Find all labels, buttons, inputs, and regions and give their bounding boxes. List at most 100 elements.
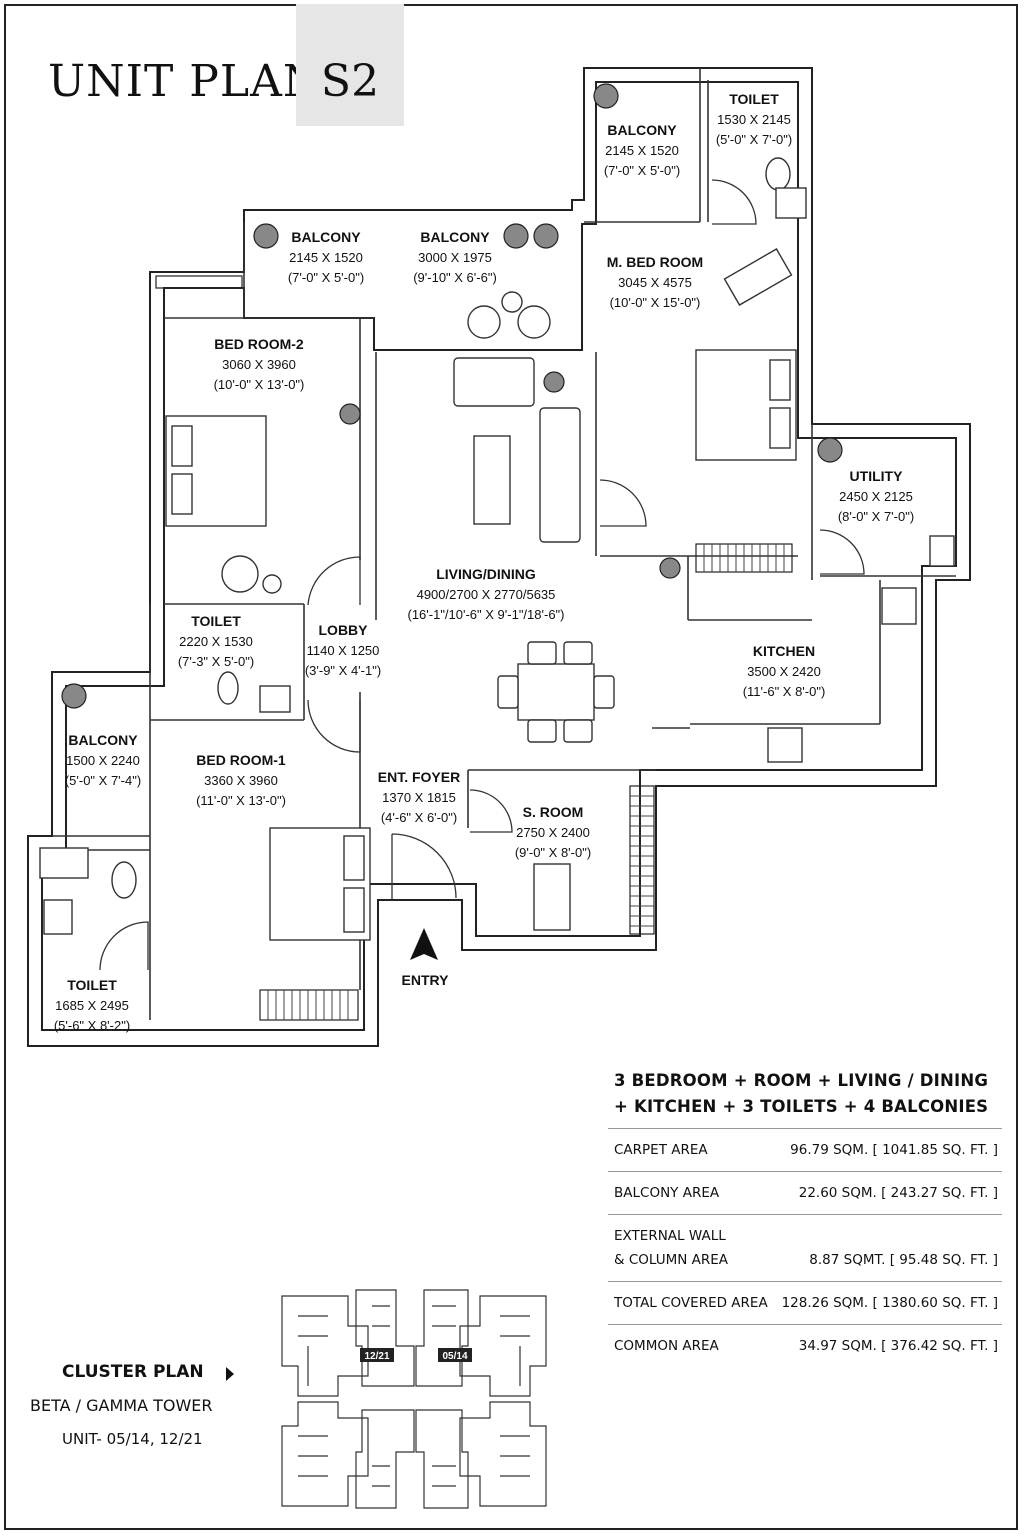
plant-icon <box>659 557 681 579</box>
wc <box>765 157 791 191</box>
cluster-block <box>415 1409 469 1509</box>
room-balcony-top-right-name: BALCONY <box>607 122 677 138</box>
area-label: TOTAL COVERED AREA <box>614 1295 768 1311</box>
door <box>819 529 865 575</box>
pillow <box>171 425 193 467</box>
room-toilet-bed2-name: TOILET <box>191 613 241 629</box>
room-toilet-master-name: TOILET <box>729 91 779 107</box>
floor-plan: BALCONY 2145 X 1520 (7'-0" X 5'-0") TOILET 1… <box>27 67 971 1047</box>
room-master-bed-name: M. BED ROOM <box>607 254 703 270</box>
grill <box>259 989 359 1021</box>
cluster-block <box>281 1401 369 1507</box>
balcony-chair <box>517 305 551 339</box>
room-balcony-top-left-ft: (7'-0" X 5'-0") <box>288 270 364 285</box>
room-living-name: LIVING/DINING <box>436 566 536 582</box>
door <box>599 479 647 527</box>
chair <box>563 641 593 665</box>
unit-tag-left-label: 12/21 <box>364 1351 389 1362</box>
unit-summary: 3 BEDROOM + ROOM + LIVING / DINING + KIT… <box>614 1068 988 1120</box>
room-balcony-top-right-mm: 2145 X 1520 <box>605 143 679 158</box>
shower <box>39 847 89 879</box>
unit-numbers: UNIT- 05/14, 12/21 <box>62 1430 203 1448</box>
wc <box>111 861 137 899</box>
main-door <box>391 833 457 900</box>
room-toilet-master-mm: 1530 X 2145 <box>717 112 791 127</box>
room-sroom-ft: (9'-0" X 8'-0") <box>515 845 591 860</box>
room-kitchen-name: KITCHEN <box>753 643 815 659</box>
room-toilet-bed1-name: TOILET <box>67 977 117 993</box>
grill-hatch <box>630 795 654 927</box>
balcony-chair <box>467 305 501 339</box>
chair <box>221 555 259 593</box>
room-bed2-name: BED ROOM-2 <box>214 336 304 352</box>
washbasin <box>43 899 73 935</box>
room-kitchen-mm: 3500 X 2420 <box>747 664 821 679</box>
room-toilet-bed1-ft: (5'-6" X 8'-2") <box>54 1018 130 1033</box>
area-row: BALCONY AREA 22.60 SQM. [ 243.27 SQ. FT. … <box>608 1171 1002 1214</box>
pillow <box>171 473 193 515</box>
room-utility-mm: 2450 X 2125 <box>839 489 913 504</box>
grill <box>629 785 655 935</box>
stool <box>501 291 523 313</box>
area-label: COMMON AREA <box>614 1338 719 1354</box>
unit-code: S2 <box>320 56 380 107</box>
sink <box>881 587 917 625</box>
door <box>99 921 149 971</box>
plant-icon <box>253 223 279 249</box>
room-balcony-left-mm: 1500 X 2240 <box>66 753 140 768</box>
page-frame <box>4 4 1018 1530</box>
room-kitchen-ft: (11'-6" X 8'-0") <box>743 684 826 699</box>
room-utility-ft: (8'-0" X 7'-0") <box>838 509 914 524</box>
cluster-block <box>281 1295 369 1397</box>
pillow <box>769 407 791 449</box>
room-balcony-left-ft: (5'-0" X 7'-4") <box>65 773 141 788</box>
pillow <box>343 887 365 933</box>
room-bed1-ft: (11'-0" X 13'-0") <box>196 793 286 808</box>
entry-label: ENTRY <box>402 972 450 988</box>
room-bed1-name: BED ROOM-1 <box>196 752 286 768</box>
room-toilet-master-ft: (5'-0" X 7'-0") <box>716 132 792 147</box>
door <box>307 699 361 753</box>
room-balcony-top-mid-mm: 3000 X 1975 <box>418 250 492 265</box>
chair <box>593 675 615 709</box>
chair <box>527 641 557 665</box>
room-balcony-top-left-name: BALCONY <box>291 229 361 245</box>
cluster-plan: 12/21 05/14 <box>281 1289 547 1509</box>
arrow-right-icon <box>226 1367 234 1381</box>
room-sroom-name: S. ROOM <box>523 804 584 820</box>
pillow <box>769 359 791 401</box>
area-value: 34.97 SQM. [ 376.42 SQ. FT. ] <box>798 1338 998 1354</box>
plant-icon <box>533 223 559 249</box>
washbasin <box>259 685 291 713</box>
area-row: COMMON AREA 34.97 SQM. [ 376.42 SQ. FT. ] <box>608 1324 1002 1367</box>
room-bed2-mm: 3060 X 3960 <box>222 357 296 372</box>
washbasin <box>775 187 807 219</box>
door <box>711 179 757 225</box>
room-foyer-ft: (4'-6" X 6'-0") <box>381 810 457 825</box>
room-foyer-name: ENT. FOYER <box>378 769 460 785</box>
room-toilet-bed2-mm: 2220 X 1530 <box>179 634 253 649</box>
room-toilet-bed2-ft: (7'-3" X 5'-0") <box>178 654 254 669</box>
cluster-plan-title: CLUSTER PLAN <box>62 1362 204 1382</box>
study-desk <box>533 863 571 931</box>
room-lobby-name: LOBBY <box>319 622 369 638</box>
room-sroom-mm: 2750 X 2400 <box>516 825 590 840</box>
cluster-detail <box>298 1435 530 1487</box>
area-value: 96.79 SQM. [ 1041.85 SQ. FT. ] <box>790 1142 998 1158</box>
stove <box>767 727 803 763</box>
wc <box>217 671 239 705</box>
cluster-block <box>415 1289 469 1387</box>
plant-icon <box>61 683 87 709</box>
plant-icon <box>503 223 529 249</box>
grill-hatch <box>703 544 785 572</box>
chair <box>563 719 593 743</box>
door <box>469 789 513 833</box>
area-label: BALCONY AREA <box>614 1185 720 1201</box>
area-value: 22.60 SQM. [ 243.27 SQ. FT. ] <box>798 1185 998 1201</box>
plant-icon <box>593 83 619 109</box>
room-bed2-ft: (10'-0" X 13'-0") <box>214 377 305 392</box>
room-balcony-left-name: BALCONY <box>68 732 138 748</box>
